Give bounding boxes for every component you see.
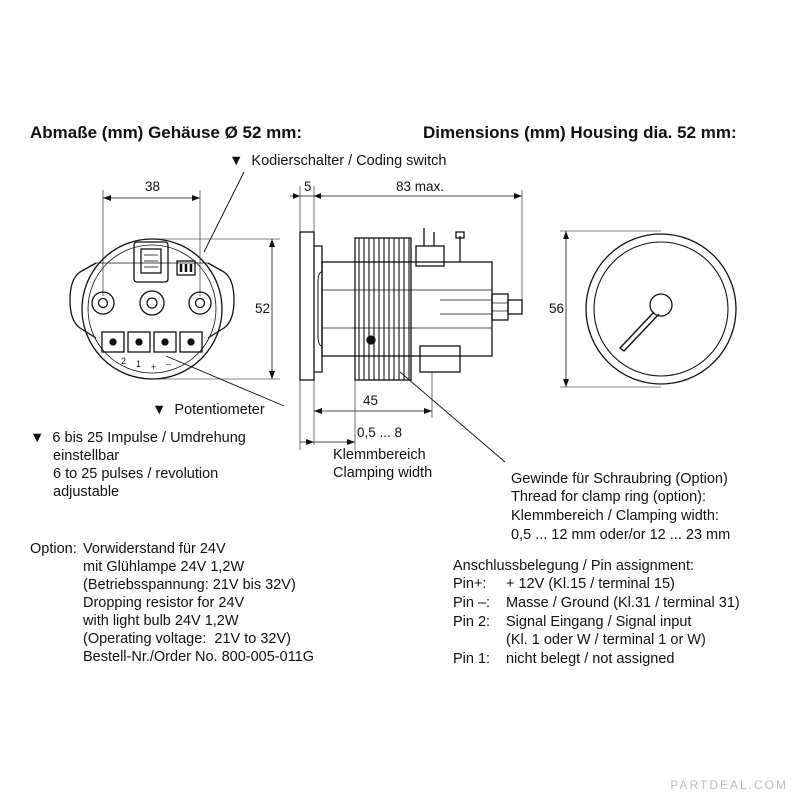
side-view [290, 186, 523, 463]
terminal-plus [153, 331, 177, 353]
dim-38-label: 38 [145, 179, 161, 194]
pin-row-desc: Masse / Ground (Kl.31 / terminal 31) [506, 595, 740, 611]
housing-body [321, 261, 493, 357]
pin-row-label: Pin+: [453, 576, 487, 592]
right-stud-hole [194, 297, 206, 309]
pin-row-desc: nicht belegt / not assigned [506, 651, 675, 667]
pulses-line-1: ▼ 6 bis 25 Impulse / Umdrehung [30, 430, 246, 446]
pin-assignment-title: Anschlussbelegung / Pin assignment: [453, 558, 695, 574]
terminal-minus [179, 331, 203, 353]
pin-label-minus: – [166, 359, 172, 369]
thread-line-1: Gewinde für Schraubring (Option) [511, 471, 728, 487]
pin-label-plus: + [151, 362, 157, 372]
dim-52-label: 52 [255, 301, 271, 316]
front-bezel-outer [585, 233, 737, 385]
heading-german: Abmaße (mm) Gehäuse Ø 52 mm: [30, 123, 303, 142]
threaded-section [354, 237, 412, 381]
dim-clamp-label: 0,5 ... 8 [357, 425, 403, 440]
left-lug [69, 262, 97, 339]
watermark: PARTDEAL.COM [670, 778, 788, 792]
dim-83-label: 83 max. [396, 179, 445, 194]
thread-lines [358, 238, 410, 380]
bulb-window [140, 248, 162, 274]
terminal-block [101, 331, 203, 353]
bulb-socket [133, 241, 169, 283]
needle [618, 311, 660, 352]
dim-56-label: 56 [549, 301, 565, 316]
terminal-2 [101, 331, 125, 353]
potentiometer-label: ▼ Potentiometer [152, 402, 265, 418]
center-stud [139, 290, 165, 316]
pin-row-desc: + 12V (Kl.15 / terminal 15) [506, 576, 675, 592]
thread-line-3: Klemmbereich / Clamping width: [511, 508, 719, 524]
order-number: Bestell-Nr./Order No. 800-005-011G [83, 649, 315, 665]
coding-switch [176, 260, 196, 276]
thread-line-4: 0,5 ... 12 mm oder/or 12 ... 23 mm [511, 527, 731, 543]
thread-line-2: Thread for clamp ring (option): [511, 489, 707, 505]
pulses-line-4: adjustable [53, 484, 120, 500]
heading-english: Dimensions (mm) Housing dia. 52 mm: [423, 123, 737, 142]
option-line: with light bulb 24V 1,2W [83, 613, 239, 629]
clamping-label-de: Klemmbereich [333, 447, 426, 463]
option-line: Vorwiderstand für 24V [83, 541, 226, 557]
pin-row-label: Pin 1: [453, 651, 491, 667]
front-bezel [299, 231, 315, 381]
rear-stud [507, 299, 523, 315]
potentiometer-leader [165, 355, 285, 407]
option-label: Option: [30, 541, 77, 557]
thread-leader [399, 371, 506, 463]
dim-5-label: 5 [304, 179, 312, 194]
option-line: mit Glühlampe 24V 1,2W [83, 559, 245, 575]
front-dial [593, 241, 729, 377]
pin-label-1: 1 [136, 359, 142, 369]
top-connector [415, 245, 445, 267]
pulses-line-3: 6 to 25 pulses / revolution [53, 466, 219, 482]
coding-switch-label: ▼ Kodierschalter / Coding switch [229, 153, 447, 169]
pin-row-desc: (Kl. 1 oder W / terminal 1 or W) [506, 632, 706, 648]
right-lug [207, 262, 235, 339]
option-line: (Betriebsspannung: 21V bis 32V) [83, 577, 296, 593]
dim-45-label: 45 [363, 393, 379, 408]
pin-row-label: Pin 2: [453, 614, 491, 630]
pin-label-2: 2 [121, 356, 127, 366]
terminal-1 [127, 331, 151, 353]
pin-row-desc: Signal Eingang / Signal input [506, 614, 692, 630]
bottom-connector [419, 345, 461, 373]
pulses-line-2: einstellbar [53, 448, 120, 464]
clamping-label-en: Clamping width [333, 465, 433, 481]
needle-hub [649, 293, 673, 317]
front-view [560, 230, 737, 388]
pin-row-label: Pin –: [453, 595, 491, 611]
left-stud-hole [97, 297, 109, 309]
rear-view [69, 171, 285, 407]
rear-housing-inner [87, 244, 217, 374]
center-stud-hole [146, 297, 158, 309]
option-line: Dropping resistor for 24V [83, 595, 245, 611]
rear-nut [491, 293, 509, 321]
option-line: (Operating voltage: 21V to 32V) [83, 631, 291, 647]
coding-switch-leader [203, 171, 245, 253]
